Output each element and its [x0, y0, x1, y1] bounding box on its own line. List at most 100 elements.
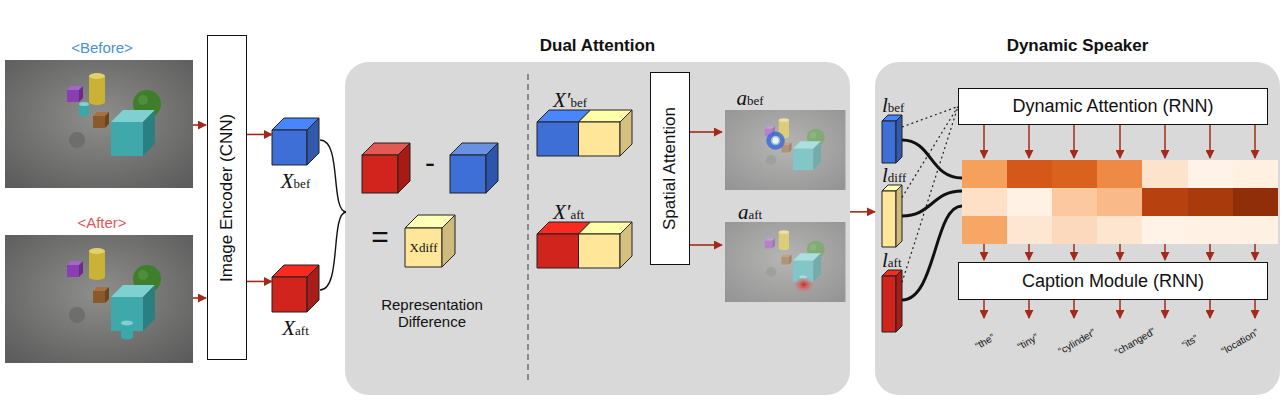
- feature-vector: lbef: [882, 115, 902, 163]
- scene-object: [79, 102, 89, 116]
- process-box: Spatial Attention: [650, 72, 690, 265]
- attention-map: [725, 110, 845, 190]
- heatmap-cell: [1142, 216, 1188, 244]
- module-panel: Dynamic SpeakerlbefldifflaftDynamic Atte…: [875, 62, 1280, 395]
- text-label: <Before>: [42, 39, 162, 56]
- text-label: <After>: [42, 214, 162, 231]
- flow-arrow: [1119, 125, 1121, 158]
- shape-outline: [882, 185, 902, 247]
- before-feature-cube: [450, 155, 486, 193]
- scene-object: [799, 275, 807, 287]
- attention-blob: [769, 134, 783, 148]
- heatmap-cell: [962, 216, 1007, 244]
- connector-arrow: [247, 134, 272, 136]
- shape-face: [896, 115, 902, 163]
- heatmap-cell: [1007, 160, 1052, 188]
- heatmap-cell: [962, 188, 1007, 216]
- shape-outline: [272, 118, 319, 165]
- flow-arrow: [983, 244, 985, 260]
- flow-arrow: [193, 124, 206, 126]
- node-label: ldiff: [882, 165, 906, 186]
- flow-arrow: [1254, 300, 1256, 318]
- heatmap-cell: [1233, 160, 1278, 188]
- concat-feature: X′bef: [537, 110, 632, 156]
- flow-arrow: [1119, 244, 1121, 260]
- process-box: Image Encoder (CNN): [207, 35, 247, 360]
- flow-arrow: [1073, 244, 1075, 260]
- scene: [725, 222, 845, 302]
- node-label: laft: [882, 250, 902, 271]
- divider-line: [527, 74, 528, 384]
- shape-face: [537, 122, 579, 156]
- dotted-link: [902, 107, 958, 198]
- concat-feature: X′aft: [537, 222, 632, 268]
- connector-arrow: [850, 211, 875, 213]
- shape-face: [896, 185, 902, 247]
- scene: [5, 60, 193, 188]
- scene: [725, 110, 845, 190]
- shape-outline: [272, 265, 319, 312]
- shape-face: [896, 270, 902, 332]
- flow-arrow: [1254, 244, 1256, 260]
- node-label: Caption Module (RNN): [959, 263, 1267, 299]
- shape-outline: [882, 270, 902, 332]
- heatmap-cell: [1052, 160, 1097, 188]
- node-label: Xaft: [252, 318, 339, 339]
- flow-arrow: [1119, 300, 1121, 318]
- process-box: Caption Module (RNN): [958, 262, 1268, 300]
- dotted-link: [902, 107, 958, 128]
- after-feature-cube: [362, 155, 398, 193]
- attention-blob: [772, 138, 778, 144]
- before-image: [5, 60, 193, 188]
- shape-face: [405, 228, 442, 267]
- flow-arrow: [1254, 125, 1256, 158]
- step-arrows: [984, 125, 1255, 318]
- node-label: Xbef: [252, 171, 339, 192]
- before-feature-cube: [450, 143, 498, 155]
- node-label: Xdiff: [405, 228, 442, 267]
- heatmap-cell: [1233, 188, 1278, 216]
- shape-outline: [537, 110, 632, 156]
- heatmap-cell: [1097, 216, 1142, 244]
- flow-arrow: [690, 244, 722, 246]
- dim-overlay: [725, 110, 845, 190]
- node-label: lbef: [882, 95, 904, 116]
- heatmap-cell: [1097, 188, 1142, 216]
- after-feature-cube: [398, 143, 410, 193]
- node-label: Dynamic Attention (RNN): [959, 89, 1267, 124]
- flow-arrow: [1209, 125, 1211, 158]
- feature-vector: ldiff: [882, 185, 902, 247]
- node-label: Dual Attention: [345, 36, 850, 56]
- heatmap-cell: [1007, 188, 1052, 216]
- heatmap-cell: [1188, 216, 1233, 244]
- heatmap-cell: [1052, 188, 1097, 216]
- node-label: X′bef: [553, 90, 587, 111]
- node-label: Spatial Attention: [651, 73, 689, 264]
- shape-face: [882, 276, 896, 332]
- feature-vector: laft: [882, 270, 902, 332]
- before-feature-cube: [486, 143, 498, 193]
- feature-link: [902, 140, 962, 178]
- feature-cube: Xdiff: [405, 215, 455, 267]
- shape-face: [579, 122, 621, 156]
- feature-link: [902, 206, 962, 300]
- flow-arrow: [1028, 300, 1030, 318]
- node-label: X′aft: [553, 202, 584, 223]
- node-label: Image Encoder (CNN): [208, 36, 246, 359]
- shape-face: [882, 191, 896, 247]
- shape-outline: [882, 115, 902, 163]
- after-image: [5, 235, 193, 363]
- shape-face: [882, 121, 896, 163]
- heatmap-cell: [1188, 160, 1233, 188]
- shape-face: [579, 234, 621, 268]
- heatmap-cell: [1142, 188, 1188, 216]
- flow-arrow: [193, 297, 206, 299]
- flow-arrow: [1209, 244, 1211, 260]
- heatmap-cell: [1052, 216, 1097, 244]
- after-feature-cube: [362, 143, 410, 155]
- heatmap-cell: [1233, 216, 1278, 244]
- heatmap-cell: [1142, 160, 1188, 188]
- heatmap-cell: [1188, 188, 1233, 216]
- flow-arrow: [1164, 244, 1166, 260]
